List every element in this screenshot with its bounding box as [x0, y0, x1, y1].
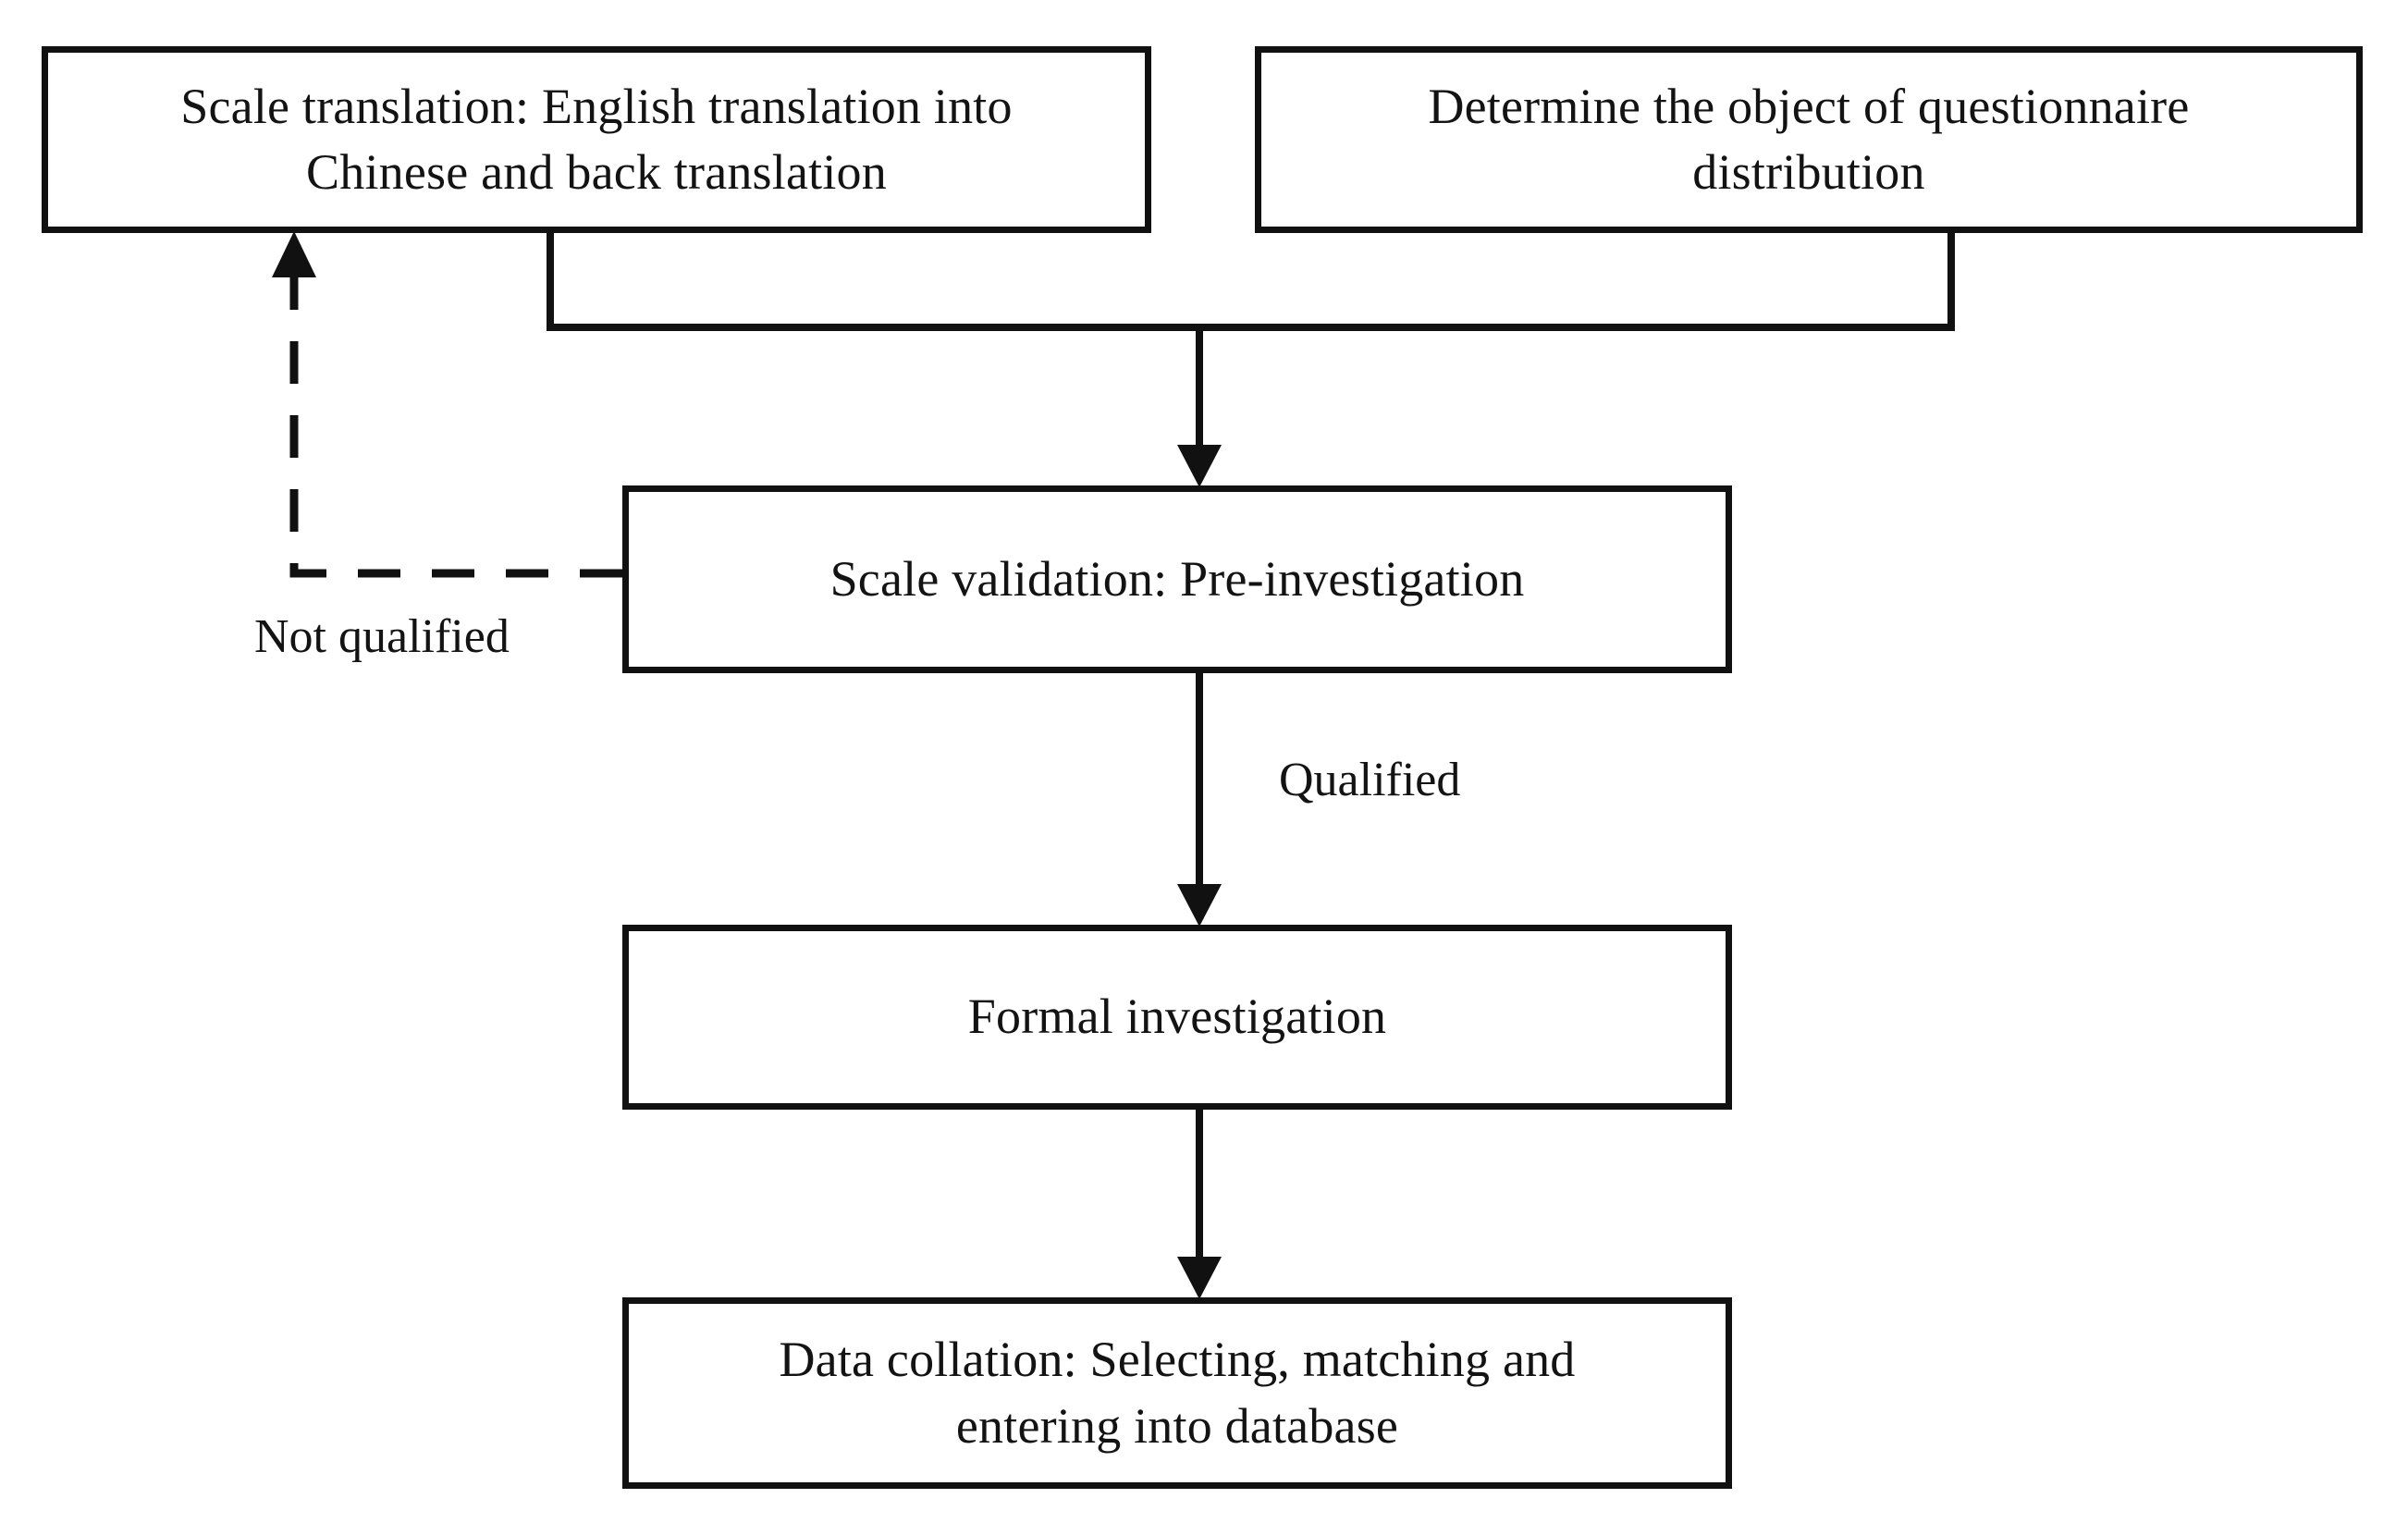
- node-scale-translation-line1: Scale translation: English translation i…: [180, 78, 1013, 134]
- node-determine-object-line1: Determine the object of questionnaire: [1428, 78, 2190, 134]
- connector-merge-to-validation: [547, 233, 1955, 487]
- node-data-collation[interactable]: Data collation: Selecting, matching and …: [622, 1297, 1732, 1489]
- node-formal-investigation[interactable]: Formal investigation: [622, 925, 1732, 1110]
- edge-label-qualified: Qualified: [1279, 754, 1461, 806]
- node-determine-object-label: Determine the object of questionnaire di…: [1409, 74, 2207, 206]
- node-formal-investigation-label: Formal investigation: [967, 989, 1387, 1045]
- arrowhead-down-icon: [1177, 1257, 1222, 1299]
- node-data-collation-line2: entering into database: [955, 1397, 1399, 1454]
- node-data-collation-line1: Data collation: Selecting, matching and: [779, 1332, 1576, 1388]
- node-scale-translation-line2: Chinese and back translation: [306, 144, 887, 200]
- arrowhead-down-icon: [1177, 884, 1222, 927]
- connector-formal-to-collation: [1177, 1110, 1222, 1299]
- connector-validation-to-formal: [1177, 673, 1222, 927]
- edge-label-not-qualified: Not qualified: [254, 610, 510, 663]
- arrowhead-up-icon: [272, 231, 316, 277]
- node-scale-validation[interactable]: Scale validation: Pre-investigation: [622, 485, 1732, 673]
- node-data-collation-label: Data collation: Selecting, matching and …: [760, 1327, 1593, 1459]
- node-determine-object-line2: distribution: [1692, 144, 1925, 200]
- node-scale-translation-label: Scale translation: English translation i…: [162, 74, 1030, 206]
- arrowhead-down-icon: [1177, 445, 1222, 487]
- node-scale-translation[interactable]: Scale translation: English translation i…: [42, 46, 1151, 233]
- node-scale-validation-label: Scale validation: Pre-investigation: [829, 550, 1525, 607]
- connector-validation-back-to-translation: [272, 231, 622, 578]
- node-determine-object[interactable]: Determine the object of questionnaire di…: [1255, 46, 2363, 233]
